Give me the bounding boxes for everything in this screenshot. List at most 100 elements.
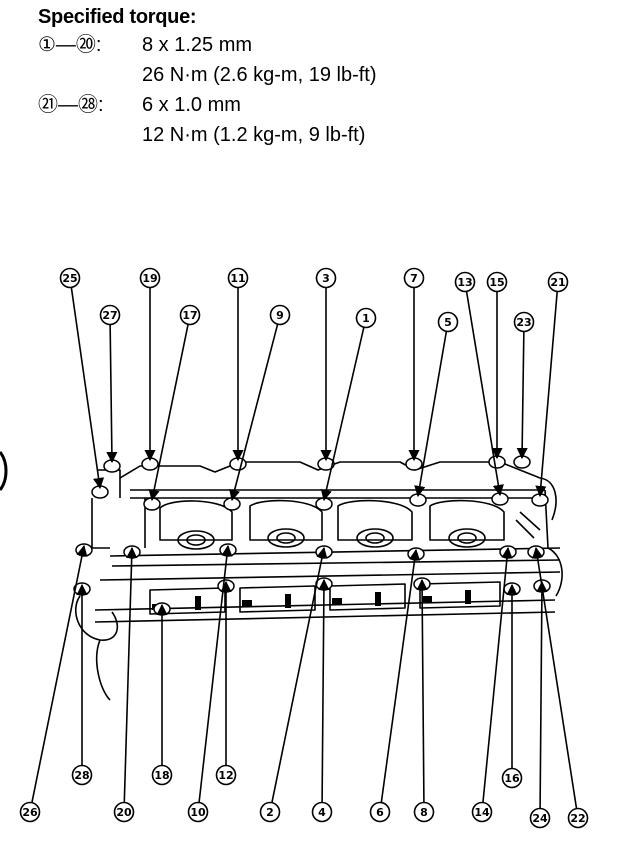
bolt-callout-23: 23 bbox=[513, 311, 535, 333]
callout-number-19: 19 bbox=[142, 272, 157, 285]
callout-circle-9 bbox=[269, 304, 291, 326]
leader-line-26 bbox=[31, 544, 88, 803]
callout-circle-10 bbox=[187, 801, 209, 823]
callout-number-1: 1 bbox=[362, 312, 370, 325]
callout-circle-26 bbox=[19, 801, 41, 823]
callout-circle-27 bbox=[99, 304, 121, 326]
callout-number-6: 6 bbox=[376, 806, 384, 819]
bolt-head-2 bbox=[315, 545, 333, 559]
callout-number-15: 15 bbox=[489, 276, 504, 289]
callout-circle-12 bbox=[215, 764, 237, 786]
bolt-callout-1: 1 bbox=[355, 307, 377, 329]
callout-circle-21 bbox=[547, 271, 569, 293]
callout-number-21: 21 bbox=[550, 276, 565, 289]
spec-torque-1-20: 26 N·m (2.6 kg-m, 19 lb-ft) bbox=[142, 64, 377, 86]
bolt-callout-7: 7 bbox=[403, 267, 425, 289]
leader-line-9 bbox=[229, 323, 279, 502]
spec-range-21-28: ㉑—㉘: bbox=[38, 94, 104, 116]
leader-line-2 bbox=[271, 546, 328, 803]
spec-size-21-28: 6 x 1.0 mm bbox=[142, 94, 241, 116]
callout-number-16: 16 bbox=[504, 772, 520, 785]
leader-line-10 bbox=[198, 544, 233, 803]
leader-line-23 bbox=[516, 331, 528, 460]
spec-torque-21-28: 12 N·m (1.2 kg-m, 9 lb-ft) bbox=[142, 124, 366, 146]
leader-line-1 bbox=[320, 327, 365, 502]
callout-number-18: 18 bbox=[154, 769, 169, 782]
callout-circle-13 bbox=[454, 271, 476, 293]
callout-circle-18 bbox=[151, 764, 173, 786]
leader-line-13 bbox=[465, 291, 504, 497]
leader-line-21 bbox=[535, 291, 559, 498]
callout-number-2: 2 bbox=[266, 806, 274, 819]
callout-number-4: 4 bbox=[318, 806, 326, 819]
callout-circle-11 bbox=[227, 267, 249, 289]
spec-row-bolts-21-28: ㉑—㉘: 6 x 1.0 mm bbox=[38, 90, 598, 120]
callout-circle-16 bbox=[501, 767, 523, 789]
bolt-callout-28: 28 bbox=[71, 764, 93, 786]
bolt-callout-17: 17 bbox=[179, 304, 201, 326]
bolt-callout-14: 14 bbox=[471, 801, 493, 823]
bolt-callout-2: 2 bbox=[259, 801, 281, 823]
callout-circle-17 bbox=[179, 304, 201, 326]
spec-row-torque-21-28: 12 N·m (1.2 kg-m, 9 lb-ft) bbox=[38, 120, 598, 150]
callout-circle-14 bbox=[471, 801, 493, 823]
callout-number-12: 12 bbox=[218, 769, 233, 782]
leader-line-24 bbox=[536, 580, 548, 809]
callout-number-10: 10 bbox=[190, 806, 206, 819]
callout-circle-23 bbox=[513, 311, 535, 333]
leader-line-22 bbox=[532, 546, 578, 809]
callout-circle-7 bbox=[403, 267, 425, 289]
leader-line-25 bbox=[70, 287, 105, 490]
callout-circle-8 bbox=[413, 801, 435, 823]
leader-lines bbox=[31, 287, 578, 809]
bolt-callout-25: 25 bbox=[59, 267, 81, 289]
bolt-callout-3: 3 bbox=[315, 267, 337, 289]
callout-number-25: 25 bbox=[62, 272, 77, 285]
callout-number-26: 26 bbox=[22, 806, 38, 819]
callout-circle-20 bbox=[113, 801, 135, 823]
callout-circle-5 bbox=[437, 311, 459, 333]
callout-number-23: 23 bbox=[516, 316, 531, 329]
spec-heading: Specified torque: bbox=[38, 6, 197, 28]
bolt-callout-26: 26 bbox=[19, 801, 41, 823]
bolt-callout-12: 12 bbox=[215, 764, 237, 786]
callout-circle-4 bbox=[311, 801, 333, 823]
leader-line-17 bbox=[148, 324, 189, 502]
bolt-callout-16: 16 bbox=[501, 767, 523, 789]
leader-line-14 bbox=[482, 546, 513, 803]
spec-size-1-20: 8 x 1.25 mm bbox=[142, 34, 253, 56]
spec-range-1-20: ①—⑳: bbox=[38, 34, 102, 56]
bolt-callout-22: 22 bbox=[567, 807, 589, 829]
callout-number-11: 11 bbox=[230, 272, 245, 285]
callout-circle-24 bbox=[529, 807, 551, 829]
leader-line-27 bbox=[106, 324, 118, 464]
callout-circle-28 bbox=[71, 764, 93, 786]
callout-circle-6 bbox=[369, 801, 391, 823]
edge-ring-fragment bbox=[0, 451, 8, 491]
bolt-callout-21: 21 bbox=[547, 271, 569, 293]
callout-number-13: 13 bbox=[457, 276, 472, 289]
bolt-callout-5: 5 bbox=[437, 311, 459, 333]
leader-line-5 bbox=[414, 331, 448, 498]
leader-line-8 bbox=[416, 578, 428, 803]
bolt-callout-8: 8 bbox=[413, 801, 435, 823]
bolt-callout-11: 11 bbox=[227, 267, 249, 289]
callout-number-5: 5 bbox=[444, 316, 452, 329]
bolt-callout-18: 18 bbox=[151, 764, 173, 786]
callout-number-28: 28 bbox=[74, 769, 89, 782]
callout-circle-15 bbox=[486, 271, 508, 293]
callout-number-27: 27 bbox=[102, 309, 117, 322]
spec-row-bolts-1-20: ①—⑳: 8 x 1.25 mm bbox=[38, 30, 598, 60]
callout-circle-25 bbox=[59, 267, 81, 289]
callout-number-3: 3 bbox=[322, 272, 330, 285]
callout-number-8: 8 bbox=[420, 806, 428, 819]
callout-circle-19 bbox=[139, 267, 161, 289]
bolt-callout-13: 13 bbox=[454, 271, 476, 293]
callout-number-22: 22 bbox=[570, 812, 585, 825]
callout-circle-2 bbox=[259, 801, 281, 823]
bolt-callout-4: 4 bbox=[311, 801, 333, 823]
callout-circle-1 bbox=[355, 307, 377, 329]
bolt-callout-10: 10 bbox=[187, 801, 209, 823]
